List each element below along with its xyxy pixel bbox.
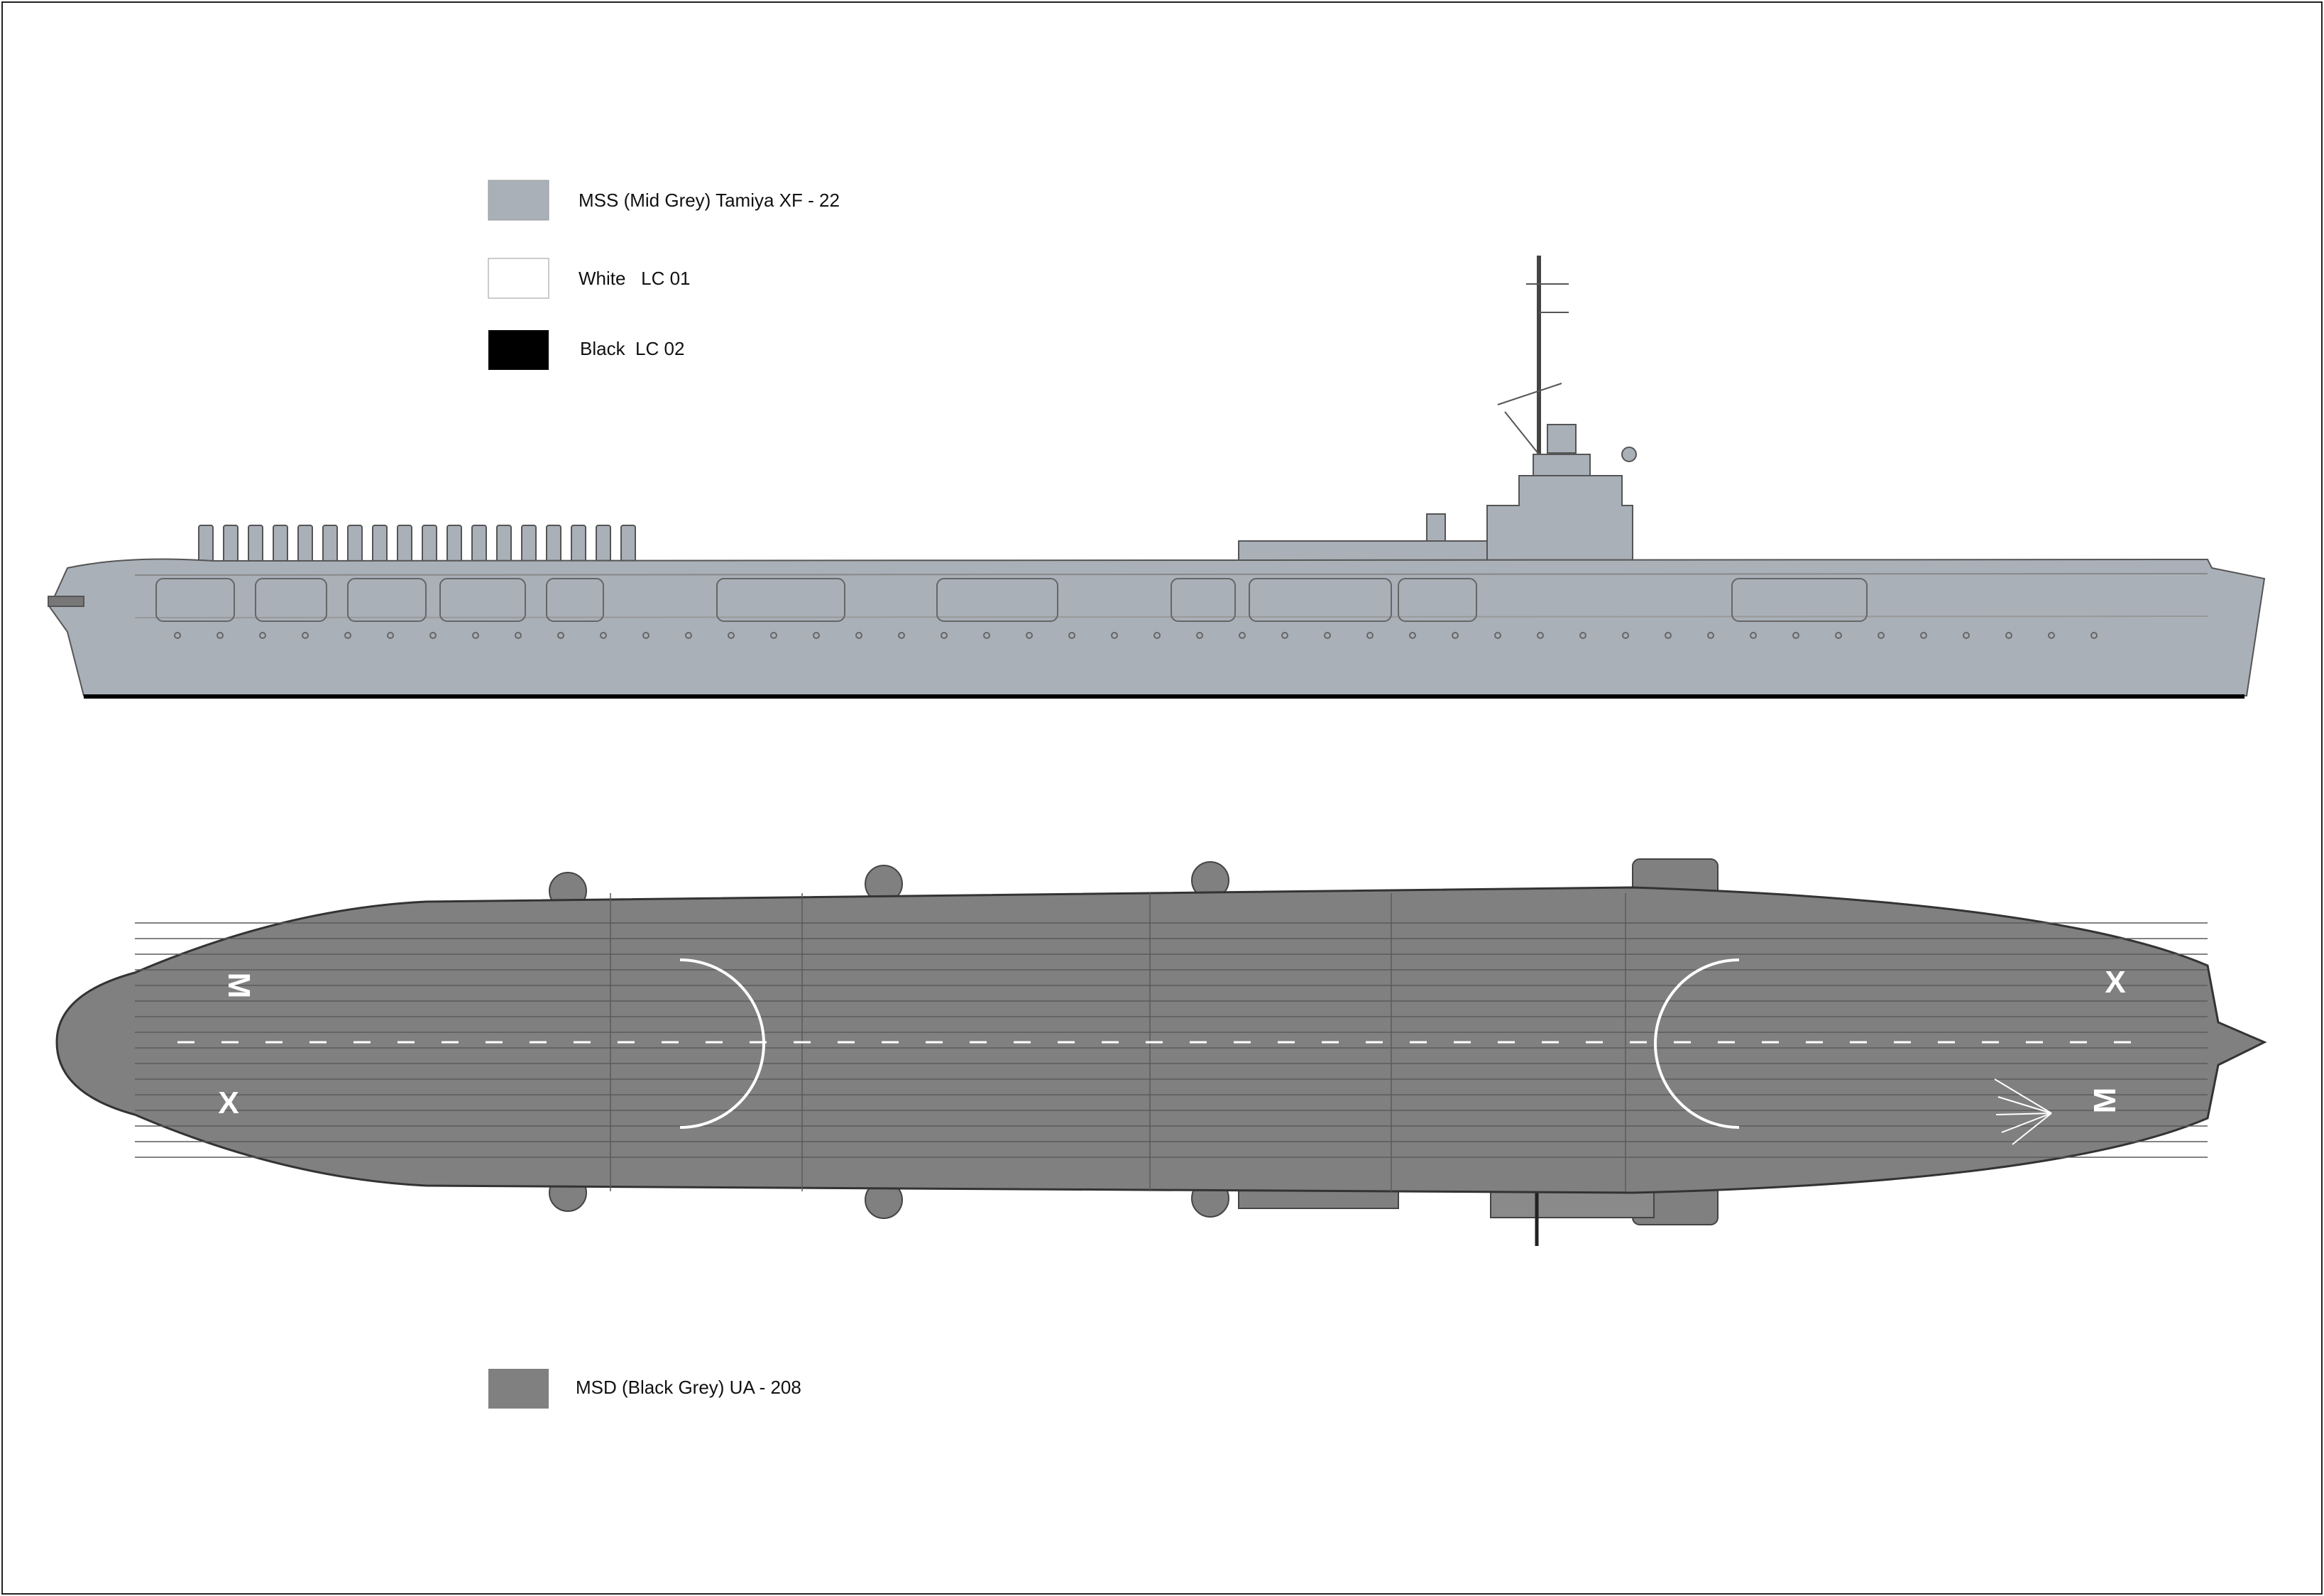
porthole xyxy=(1239,632,1246,639)
hull-recess xyxy=(347,578,427,622)
hull-recess xyxy=(155,578,235,622)
exhaust-stack xyxy=(422,525,437,563)
porthole xyxy=(1026,632,1033,639)
porthole xyxy=(1068,632,1075,639)
hull-recess xyxy=(936,578,1058,622)
deck-marking-stern-upper: M xyxy=(221,973,256,999)
porthole xyxy=(642,632,649,639)
porthole xyxy=(1878,632,1885,639)
exhaust-stack xyxy=(521,525,537,563)
porthole xyxy=(1750,632,1757,639)
porthole xyxy=(1111,632,1118,639)
porthole xyxy=(302,632,309,639)
hull-recess xyxy=(716,578,845,622)
exhaust-stack xyxy=(347,525,363,563)
porthole xyxy=(259,632,266,639)
deck-marking-bow-upper: X xyxy=(2105,965,2125,1000)
exhaust-stack xyxy=(446,525,462,563)
porthole xyxy=(813,632,820,639)
deck-marking-stern-lower: X xyxy=(218,1086,239,1120)
hull-recess xyxy=(1249,578,1392,622)
porthole xyxy=(1835,632,1842,639)
hull-recess xyxy=(1398,578,1477,622)
side-profile xyxy=(48,256,2266,699)
exhaust-stack xyxy=(397,525,412,563)
porthole xyxy=(174,632,181,639)
porthole xyxy=(1153,632,1161,639)
porthole xyxy=(387,632,394,639)
legend-label-white: White LC 01 xyxy=(579,268,691,289)
porthole xyxy=(2090,632,2098,639)
swatch-black-grey xyxy=(488,1369,549,1409)
exhaust-stack xyxy=(322,525,338,563)
porthole xyxy=(1622,632,1629,639)
porthole xyxy=(1920,632,1927,639)
legend-label-black-grey: MSD (Black Grey) UA - 208 xyxy=(576,1377,801,1398)
porthole xyxy=(1196,632,1203,639)
porthole xyxy=(898,632,905,639)
exhaust-stack xyxy=(596,525,611,563)
porthole xyxy=(1792,632,1799,639)
hull-recess xyxy=(546,578,604,622)
porthole xyxy=(1409,632,1416,639)
hull-recess xyxy=(439,578,526,622)
swatch-white xyxy=(488,258,549,299)
porthole xyxy=(216,632,224,639)
porthole xyxy=(855,632,862,639)
porthole xyxy=(1324,632,1331,639)
porthole xyxy=(728,632,735,639)
exhaust-stack xyxy=(372,525,388,563)
flight-deck-plan: M X X M xyxy=(55,858,2267,1246)
hull-recess xyxy=(1731,578,1868,622)
exhaust-stack xyxy=(571,525,586,563)
legend-label-mid-grey: MSS (Mid Grey) Tamiya XF - 22 xyxy=(579,190,840,211)
swatch-mid-grey xyxy=(488,180,549,221)
exhaust-stack xyxy=(496,525,512,563)
porthole xyxy=(983,632,990,639)
exhaust-stack xyxy=(471,525,487,563)
porthole xyxy=(941,632,948,639)
hull-recess xyxy=(1171,578,1236,622)
swatch-black xyxy=(488,330,549,370)
exhaust-stack xyxy=(198,525,214,563)
legend-label-black: Black LC 02 xyxy=(580,338,684,359)
porthole xyxy=(429,632,437,639)
exhaust-stack xyxy=(546,525,561,563)
porthole xyxy=(685,632,692,639)
porthole xyxy=(1366,632,1374,639)
porthole xyxy=(1665,632,1672,639)
legend: MSS (Mid Grey) Tamiya XF - 22 White LC 0… xyxy=(488,180,840,1409)
porthole xyxy=(472,632,479,639)
porthole xyxy=(1452,632,1459,639)
porthole xyxy=(515,632,522,639)
deck-marking-bow-lower: M xyxy=(2088,1088,2122,1114)
exhaust-stack xyxy=(297,525,313,563)
porthole xyxy=(770,632,777,639)
exhaust-stack xyxy=(273,525,288,563)
porthole xyxy=(2048,632,2055,639)
porthole xyxy=(1963,632,1970,639)
porthole xyxy=(1537,632,1544,639)
exhaust-stack xyxy=(223,525,239,563)
porthole xyxy=(557,632,564,639)
exhaust-stack xyxy=(620,525,636,563)
hull-recess xyxy=(255,578,327,622)
porthole xyxy=(1707,632,1714,639)
exhaust-stack xyxy=(248,525,263,563)
porthole xyxy=(1281,632,1288,639)
porthole xyxy=(600,632,607,639)
porthole xyxy=(1579,632,1586,639)
porthole xyxy=(344,632,351,639)
porthole xyxy=(1494,632,1501,639)
porthole xyxy=(2005,632,2012,639)
